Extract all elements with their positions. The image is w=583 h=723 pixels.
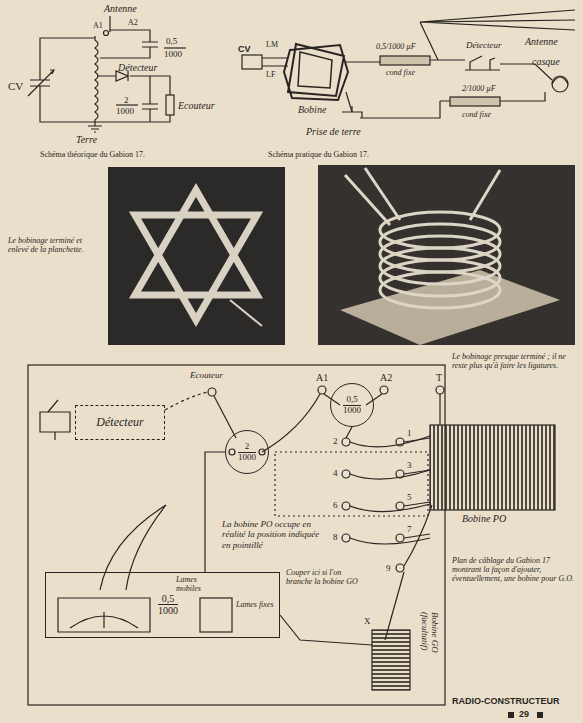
label-text: cond fixe	[462, 110, 491, 119]
label-text: Détecteur	[466, 40, 501, 50]
callout-number: 4	[333, 468, 338, 478]
node-text: 0,5	[343, 395, 361, 406]
label-text: Ecouteur	[190, 370, 223, 380]
label-text: Ecouteur	[178, 100, 215, 112]
label-text: 1000	[164, 49, 182, 59]
callout-number: 6	[333, 500, 338, 510]
label-text: Antenne	[104, 3, 137, 15]
label-text: Terre	[76, 134, 97, 146]
photo-coil-on-board	[318, 165, 575, 345]
label-text: cond fixe	[386, 68, 415, 77]
label-text: Bobine PO	[462, 513, 506, 525]
label-text: CV	[8, 80, 23, 93]
label-text: 1000	[116, 106, 134, 116]
practical-schematic	[242, 10, 575, 118]
photo-star-winding	[108, 167, 285, 345]
callout-number: 7	[407, 524, 412, 534]
label-text: Lames fixes	[236, 600, 276, 609]
label-text: 2/1000 µF	[462, 84, 496, 93]
label-text: casque	[532, 56, 560, 68]
node-text: 1000	[158, 605, 178, 616]
label-text: Bobine	[298, 104, 326, 116]
node-text: 2	[238, 442, 256, 453]
label-text: A1	[316, 372, 328, 384]
label-text: Le bobinage terminé et enlevé de la plan…	[8, 236, 104, 254]
callout-number: 3	[407, 460, 412, 470]
label-text: La bobine PO occupe en réalité la positi…	[222, 519, 327, 550]
label-text: 0,5/1000 µF	[376, 42, 416, 51]
callout-number: 2	[124, 95, 129, 105]
callout-number: 1	[407, 428, 412, 438]
label-text: Prise de terre	[306, 126, 361, 138]
callout-number: 8	[333, 532, 338, 542]
label-text: Lames mobiles	[176, 575, 220, 593]
label-text: Bobine GO (facultatif)	[419, 612, 440, 672]
theoretical-schematic	[28, 16, 186, 132]
label-text: LF	[266, 70, 275, 79]
label-text: Schéma pratique du Gabion 17.	[268, 150, 369, 159]
label-text: RADIO-CONSTRUCTEUR	[452, 696, 560, 706]
label-text: A1	[93, 21, 103, 30]
label-text: LM	[266, 40, 278, 49]
label-text: T	[436, 372, 442, 384]
label-text: Plan de câblage du Gabion 17 montrant la…	[452, 556, 576, 584]
label-text: Schéma théorique du Gabion 17.	[40, 150, 145, 159]
label-text: Le bobinage presque terminé ; il ne rest…	[452, 352, 576, 370]
wire-connector	[205, 452, 225, 572]
capacitor-disc: 0,51000	[330, 383, 374, 427]
detector-box: Détecteur	[75, 405, 165, 440]
node-text: 1000	[238, 453, 256, 463]
label-text: Antenne	[525, 36, 558, 48]
label-text: 29	[519, 709, 529, 719]
label-text: CV	[238, 44, 251, 54]
label-text: Détecteur	[118, 62, 157, 74]
label-text: A2	[380, 372, 392, 384]
wiring-plan	[28, 365, 555, 705]
label-text: 0,5	[166, 36, 177, 46]
node-text: 1000	[343, 406, 361, 416]
callout-number: 2	[333, 436, 338, 446]
label-text: Couper ici si l'on branche la bobine GO	[286, 568, 362, 586]
label-text: A2	[128, 18, 138, 27]
variable-capacitor: 0,51000	[45, 572, 280, 638]
callout-number: 5	[407, 492, 412, 502]
callout-number: 9	[386, 563, 391, 573]
label-text: X	[364, 616, 371, 626]
node-text: 0,5	[158, 593, 178, 605]
node-text: Détecteur	[96, 416, 143, 429]
capacitor-disc: 21000	[225, 430, 269, 474]
